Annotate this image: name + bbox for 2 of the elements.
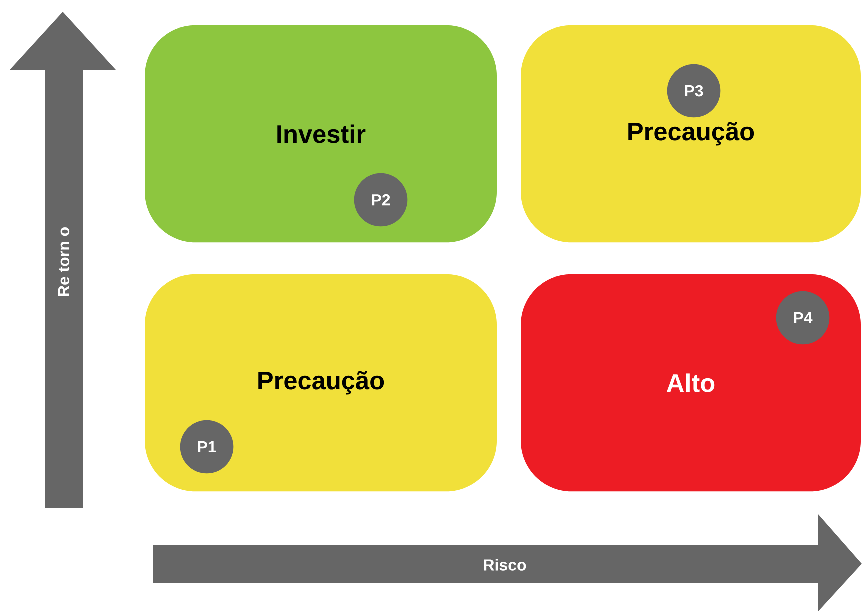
axis-label: Re torn o: [58, 228, 70, 296]
axis-label: Risco: [484, 559, 526, 571]
